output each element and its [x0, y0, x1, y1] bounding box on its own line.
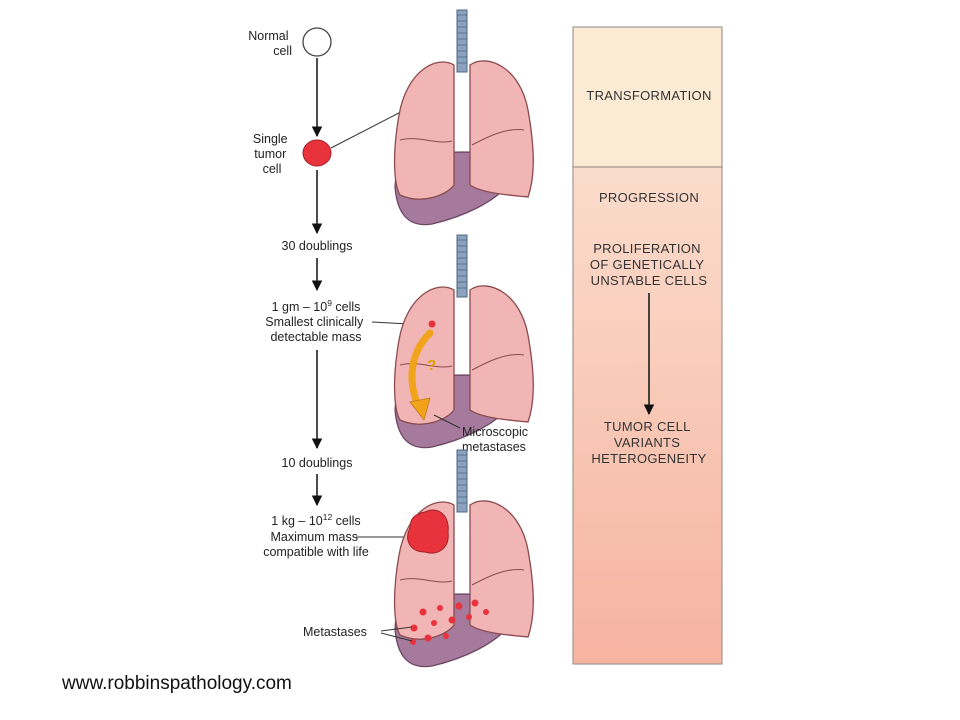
source-url: www.robbinspathology.com: [62, 673, 292, 694]
metastases-leader-line-2: [380, 632, 413, 642]
thirty-doublings-label: 30 doublings: [282, 239, 353, 253]
maximum-mass-label: Maximum mass compatible with life: [263, 530, 369, 559]
one-kilogram-label: 1 kg – 1012 cells: [271, 512, 360, 528]
single-tumor-cell-label: Single tumor cell: [253, 132, 291, 176]
liver-metastases-dots-icon: [410, 599, 489, 645]
single-tumor-cell-icon: [302, 139, 332, 167]
organs-stage-2: ?: [393, 234, 534, 449]
ten-doublings-label: 10 doublings: [282, 456, 353, 470]
normal-cell-label: Normal cell: [248, 29, 292, 58]
proliferation-label: PROLIFERATION OF GENETICALLY UNSTABLE CE…: [590, 241, 708, 288]
transformation-label: TRANSFORMATION: [586, 88, 711, 103]
metastases-leader-line-1: [380, 626, 413, 632]
metastases-label: Metastases: [303, 625, 367, 639]
question-mark: ?: [427, 357, 436, 374]
organs-stage-1: [393, 9, 534, 226]
organs-stage-3: [393, 449, 534, 668]
normal-cell-icon: [302, 27, 332, 57]
metastasis-arrow-head-icon: [409, 397, 431, 421]
microscopic-metastases-leader-line: [433, 414, 461, 429]
progression-panel: [572, 166, 723, 665]
progression-label: PROGRESSION: [599, 190, 699, 205]
smallest-mass-label: Smallest clinically detectable mass: [265, 315, 366, 344]
transformation-panel: [572, 26, 723, 168]
small-tumor-dot-icon: [428, 320, 436, 328]
large-tumor-mass-icon: [407, 509, 449, 554]
one-gram-label: 1 gm – 109 cells: [272, 298, 361, 314]
tumor-variants-label: TUMOR CELL VARIANTS HETEROGENEITY: [591, 419, 706, 466]
microscopic-metastases-label: Microscopic metastases: [462, 425, 531, 454]
